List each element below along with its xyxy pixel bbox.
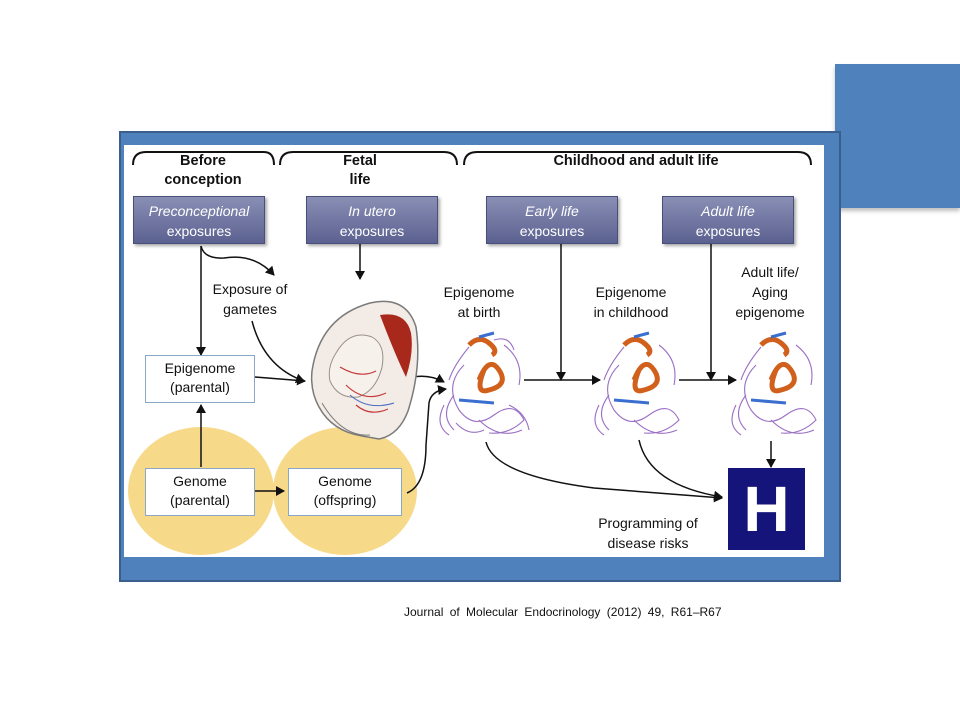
bracket-fetal [279,151,458,166]
epigenome-in-childhood-line2: in childhood [593,304,669,320]
preconceptional-exposures-label: exposures [166,223,232,239]
epigenome-at-birth-label: Epigenome at birth [424,282,534,322]
preconceptional-exposures-box: Preconceptional exposures [133,196,265,244]
genome-offspring-box: Genome (offspring) [288,468,402,516]
diagram-graphics [128,151,817,555]
protein-birth [439,331,530,436]
arrow-offspring-to-birth [406,385,447,494]
citation: Journal of Molecular Endocrinology (2012… [404,605,722,619]
period-fetal-line1: Fetal [343,153,377,169]
period-fetal-life: Fetal life [320,152,400,190]
period-fetal-line2: life [349,172,371,188]
period-before-line1: Before [180,153,226,169]
aging-epigenome-line1: Adult life/ [741,264,799,280]
arrow-childhood-to-hospital [638,439,723,501]
in-utero-label: In utero [348,203,396,219]
hospital-icon: H [728,468,805,550]
protein-childhood [594,331,680,436]
aging-epigenome-line2: Aging [752,284,788,300]
early-life-exposures-box: Early life exposures [486,196,618,244]
fetus-illustration [310,300,419,440]
epigenome-in-childhood-label: Epigenome in childhood [574,282,688,322]
period-before-conception: Before conception [153,152,253,190]
bracket-childhood [463,151,812,166]
hospital-letter: H [743,473,790,545]
programming-line1: Programming of [598,515,698,531]
exposure-of-gametes-line1: Exposure of [212,281,288,297]
accent-block [835,64,960,208]
genome-parental-line2: (parental) [170,492,230,508]
early-life-label: Early life [525,203,579,219]
epigenome-at-birth-line1: Epigenome [443,284,515,300]
arrow-gametes-to-fetus [251,320,305,384]
exposure-of-gametes-line2: gametes [223,301,277,317]
bracket-before [132,151,275,166]
in-utero-exposures-box: In utero exposures [306,196,438,244]
arrow-birth-to-hospital [485,441,723,503]
genome-parental-line1: Genome [173,473,227,489]
in-utero-exposures-label: exposures [339,223,405,239]
protein-aging [731,331,817,436]
period-before-line2: conception [164,172,242,188]
adult-life-label: Adult life [701,203,755,219]
figure-panel: Before conception Fetal life Childhood a… [124,145,824,557]
epigenome-at-birth-line2: at birth [457,304,501,320]
adult-life-exposures-box: Adult life exposures [662,196,794,244]
epigenome-in-childhood-line1: Epigenome [595,284,667,300]
genome-parental-box: Genome (parental) [145,468,255,516]
programming-disease-risks-label: Programming of disease risks [578,513,718,553]
exposure-of-gametes-label: Exposure of gametes [198,279,302,319]
genome-offspring-line2: (offspring) [313,492,377,508]
early-life-exposures-label: exposures [519,223,585,239]
epigenome-parental-box: Epigenome (parental) [145,355,255,403]
genome-offspring-line1: Genome [318,473,372,489]
adult-life-exposures-label: exposures [695,223,761,239]
programming-line2: disease risks [607,535,689,551]
period-childhood-adult: Childhood and adult life [553,153,719,169]
arrow-epigenome-to-fetus [254,375,306,386]
preconceptional-label: Preconceptional [148,203,250,219]
aging-epigenome-label: Adult life/ Aging epigenome [720,262,820,322]
arrow-precon-to-gametes [200,245,275,276]
epigenome-parental-line1: Epigenome [164,360,236,376]
aging-epigenome-line3: epigenome [735,304,805,320]
epigenome-parental-line2: (parental) [170,379,230,395]
